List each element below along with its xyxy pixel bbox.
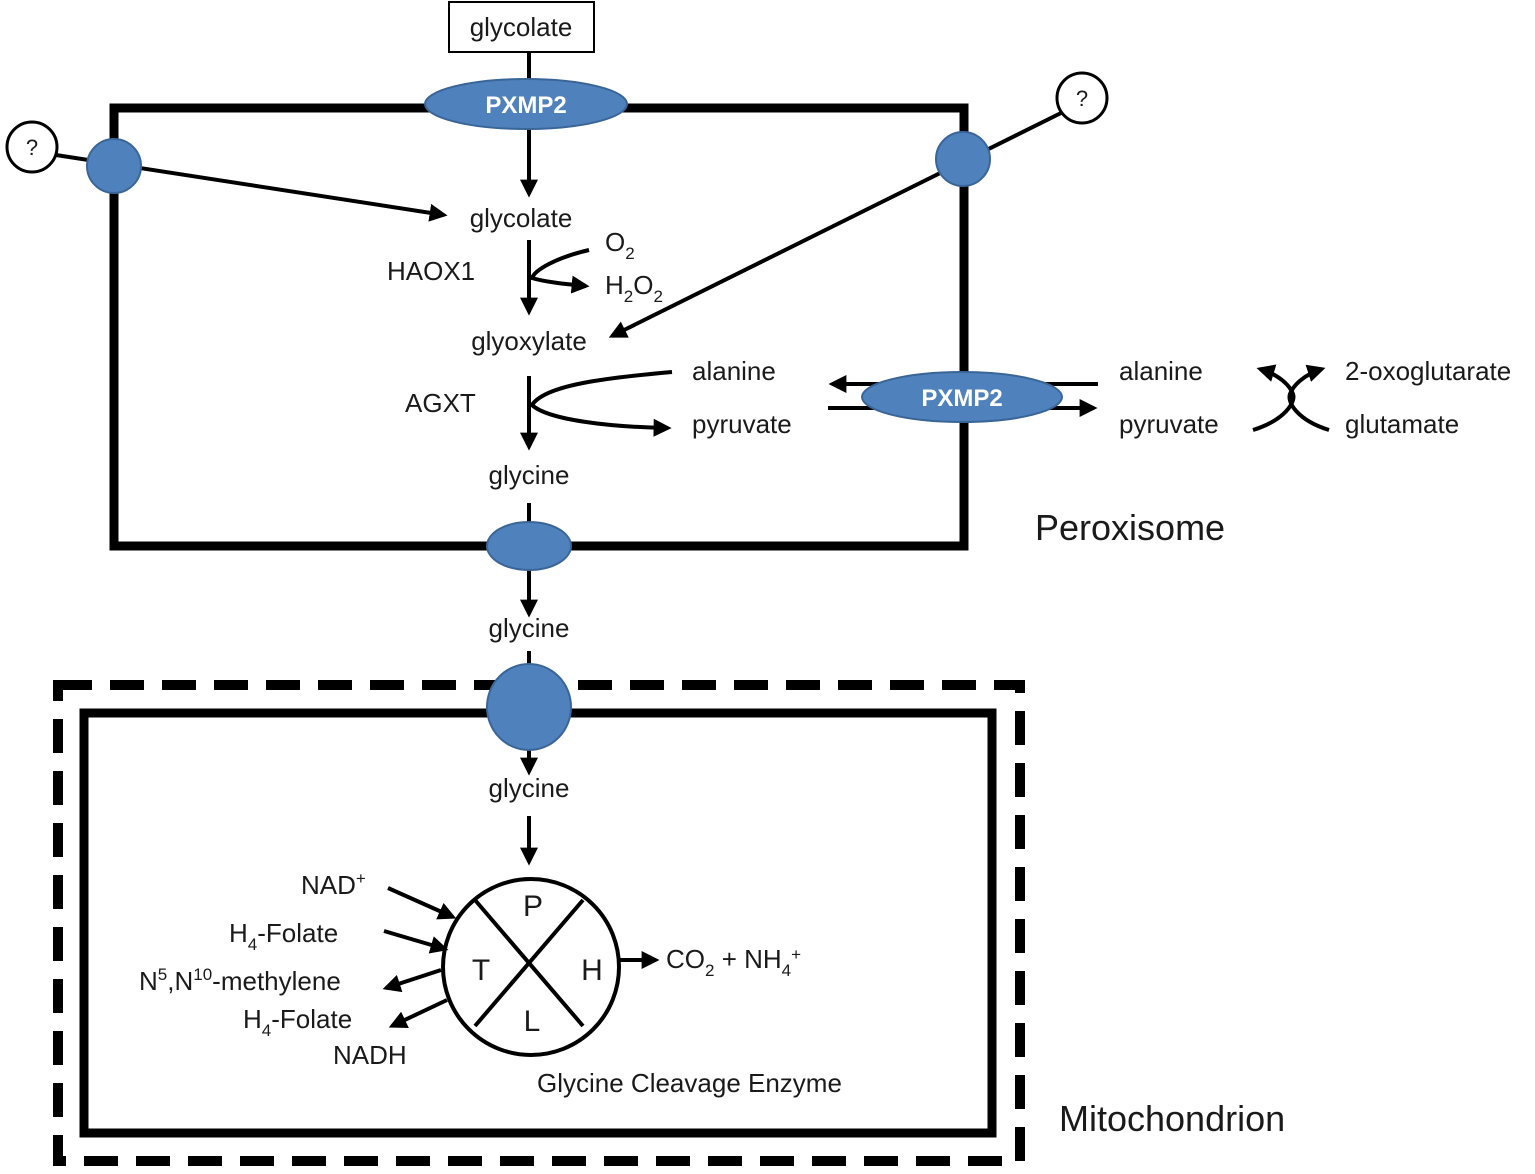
gce-subunit-h: H xyxy=(581,954,603,987)
unknown-right-circle xyxy=(1055,71,1109,125)
metabolite-alanine-outside: alanine xyxy=(1119,356,1203,386)
metabolite-glycolate-outside: glycolate xyxy=(470,12,573,42)
unknown-left-label: ? xyxy=(26,135,38,160)
transporter-left xyxy=(86,138,142,194)
pxmp2-top-transporter xyxy=(424,78,628,130)
transporter-glycine-export xyxy=(486,521,572,571)
alanine-pyruvate-curve xyxy=(529,370,673,437)
enzyme-haox1: HAOX1 xyxy=(387,256,475,286)
gce-subunit-t: T xyxy=(472,954,490,987)
metabolite-glycine-peroxisome: glycine xyxy=(489,460,570,490)
transamination-curve-2 xyxy=(1287,364,1330,432)
nad-arrow xyxy=(387,886,457,920)
mitochondrion-label: Mitochondrion xyxy=(1059,1098,1285,1139)
pxmp2-side-transporter xyxy=(861,371,1063,423)
gce-subunit-l: L xyxy=(524,1005,541,1038)
metabolite-pyruvate-outside: pyruvate xyxy=(1119,409,1219,439)
peroxisome-label: Peroxisome xyxy=(1035,507,1225,548)
cofactor-nadh: NADH xyxy=(333,1040,407,1070)
cofactor-nad: NAD+ xyxy=(301,869,366,900)
metabolite-glyoxylate: glyoxylate xyxy=(471,326,587,356)
h4folate-in-arrow xyxy=(383,929,449,954)
o2-h2o2-curve xyxy=(529,248,590,294)
metabolite-2-oxoglutarate: 2-oxoglutarate xyxy=(1345,356,1511,386)
metabolite-glutamate: glutamate xyxy=(1345,409,1459,439)
cofactor-methylene: N5,N10-methylene xyxy=(139,965,341,996)
pxmp2-top-label: PXMP2 xyxy=(485,92,566,119)
transamination-curve-1 xyxy=(1252,364,1296,432)
enzyme-agxt: AGXT xyxy=(405,388,476,418)
metabolite-glycolate: glycolate xyxy=(470,203,573,233)
nadh-out-arrow xyxy=(388,998,448,1028)
unknown-right-line xyxy=(608,111,1062,338)
methylene-out-arrow xyxy=(382,968,442,993)
cofactor-h4folate-in: H4-Folate xyxy=(229,918,338,954)
unknown-right-label: ? xyxy=(1076,86,1088,111)
pxmp2-side-label: PXMP2 xyxy=(921,385,1002,412)
metabolite-alanine-inside: alanine xyxy=(692,356,776,386)
metabolite-glycine-mitochondrion: glycine xyxy=(489,773,570,803)
transporter-right xyxy=(935,131,991,187)
gce-label: Glycine Cleavage Enzyme xyxy=(537,1068,842,1098)
unknown-left-circle xyxy=(5,120,59,174)
metabolite-pyruvate-inside: pyruvate xyxy=(692,409,792,439)
transporter-glycine-mito xyxy=(486,663,572,751)
product-co2-nh4: CO2 + NH4+ xyxy=(666,944,801,980)
metabolite-glycine-cytosol: glycine xyxy=(489,613,570,643)
metabolite-o2: O2 xyxy=(605,227,635,263)
glycolate-box xyxy=(448,1,595,53)
cofactor-h4folate-out: H4-Folate xyxy=(243,1004,352,1040)
gce-cross-2 xyxy=(473,898,585,1028)
metabolite-h2o2: H2O2 xyxy=(605,270,663,306)
gce-subunit-p: P xyxy=(523,890,543,923)
